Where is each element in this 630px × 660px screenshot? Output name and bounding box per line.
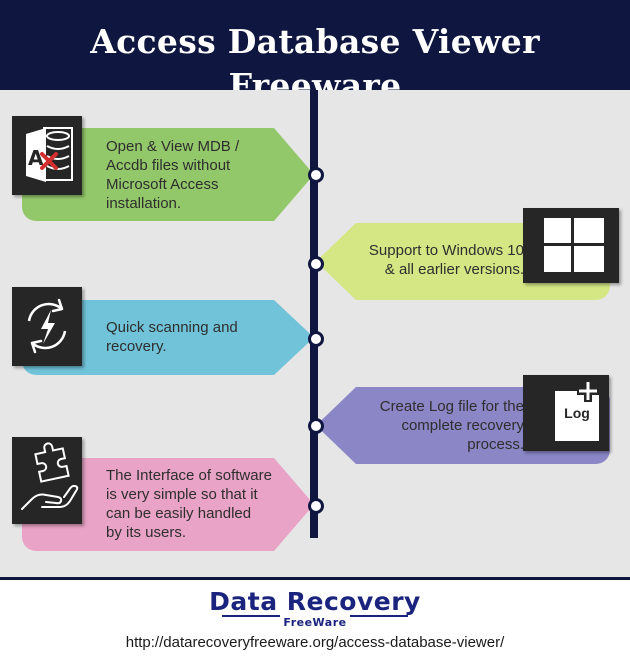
access-database-icon: A — [12, 116, 82, 195]
logo-underline-left — [222, 615, 280, 617]
timeline-node — [308, 331, 324, 347]
feature-5-text: The Interface of software is very simple… — [106, 467, 272, 541]
timeline-node — [308, 256, 324, 272]
feature-1-text: Open & View MDB / Accdb files without Mi… — [106, 138, 240, 212]
hand-puzzle-icon — [12, 437, 82, 524]
timeline-node — [308, 167, 324, 183]
quick-scan-refresh-icon — [12, 287, 82, 366]
timeline-spine — [310, 90, 318, 538]
windows-logo-icon — [523, 208, 619, 283]
brand-logo: Data Recovery FreeWare — [0, 587, 630, 629]
divider — [0, 577, 630, 580]
feature-4-text: Create Log file for the complete recover… — [379, 398, 524, 453]
logo-sub-text: FreeWare — [283, 616, 347, 629]
timeline-node — [308, 498, 324, 514]
page-title: Access Database Viewer Freeware — [90, 22, 540, 105]
logo-underline-right — [350, 615, 408, 617]
feature-2-text: Support to Windows 10 & all earlier vers… — [368, 242, 524, 278]
source-url[interactable]: http://datarecoveryfreeware.org/access-d… — [125, 634, 505, 651]
timeline-node — [308, 418, 324, 434]
header-banner: Access Database Viewer Freeware — [0, 0, 630, 105]
logo-main-text: Data Recovery — [209, 587, 421, 616]
log-label: Log — [564, 405, 590, 421]
feature-3-text: Quick scanning and recovery. — [106, 319, 238, 355]
log-file-add-icon: Log — [523, 375, 609, 451]
svg-text:A: A — [28, 146, 44, 170]
